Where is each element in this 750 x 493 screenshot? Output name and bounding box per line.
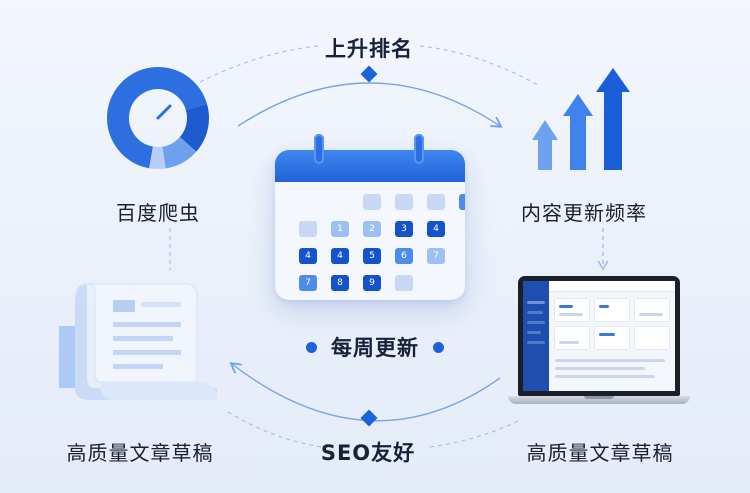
calendar-day-cell: 8 (331, 275, 349, 291)
calendar-day-cell: 4 (427, 221, 445, 237)
pie-gauge-icon (107, 67, 209, 169)
label-left-bottom: 高质量文章草稿 (66, 441, 214, 465)
laptop-lid (518, 276, 680, 396)
calendar-ring-right-front (414, 134, 424, 164)
calendar-day-cell: 6 (395, 248, 413, 264)
laptop-icon (508, 276, 690, 412)
rising-arrows-icon (532, 68, 630, 170)
calendar-day-cell: 6 (459, 194, 465, 210)
dashed-arc-top-right (419, 45, 541, 87)
calendar-day-cell: 5 (363, 248, 381, 264)
dashed-arc-top-left (199, 45, 319, 83)
calendar-day-cell (395, 275, 413, 291)
calendar-day-cell: 4 (331, 248, 349, 264)
calendar-day-cell (299, 221, 317, 237)
laptop-screen (523, 281, 675, 391)
calendar-day-cell: 4 (299, 248, 317, 264)
calendar-day-cell (395, 194, 413, 210)
diamond-bottom (360, 409, 378, 427)
calendar-day-cell: 9 (363, 275, 381, 291)
dashed-arc-bottom-right (429, 419, 521, 448)
label-left-top: 百度爬虫 (116, 201, 200, 225)
calendar-day-cell: 3 (395, 221, 413, 237)
laptop-base (508, 396, 690, 404)
label-top: 上升排名 (325, 37, 413, 61)
calendar-grid: 6123444567789 (299, 194, 465, 291)
calendar-day-cell (363, 194, 381, 210)
center-label: 每周更新 (306, 332, 444, 362)
calendar-day-cell: 1 (331, 221, 349, 237)
dashed-arc-bottom-left (227, 411, 323, 448)
label-center: 每周更新 (331, 336, 419, 360)
calendar-day-cell (427, 194, 445, 210)
label-bottom: SEO友好 (320, 441, 416, 465)
calendar-icon: 6123444567789 (275, 150, 465, 300)
diamond-top (360, 65, 378, 83)
calendar-day-cell: 2 (363, 221, 381, 237)
calendar-ring-left-front (314, 134, 324, 164)
calendar-day-cell: 7 (299, 275, 317, 291)
document-scroll-icon (59, 283, 217, 400)
calendar-day-cell: 7 (427, 248, 445, 264)
bullet-dot-left (306, 341, 317, 353)
label-right-top: 内容更新频率 (521, 201, 647, 225)
calendar-header (275, 150, 465, 182)
laptop-notch (584, 396, 614, 399)
arc-bottom (232, 364, 501, 422)
arc-top (237, 82, 500, 126)
bullet-dot-right (433, 341, 444, 353)
label-right-bottom: 高质量文章草稿 (526, 441, 674, 465)
